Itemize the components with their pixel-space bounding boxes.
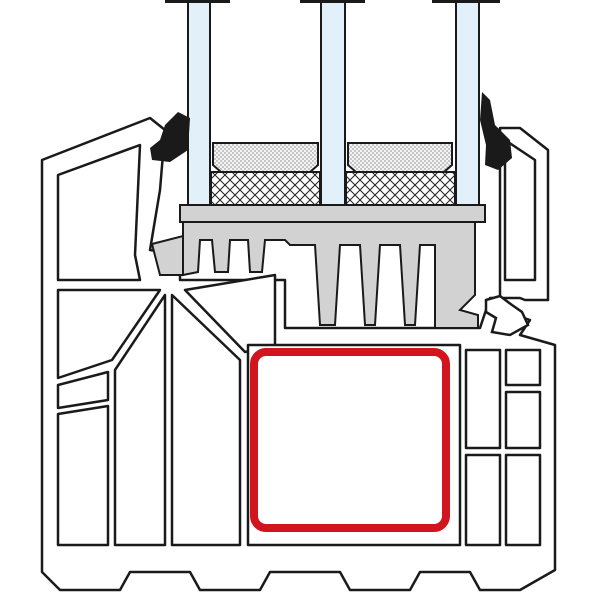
- spacer-sealant-left: [210, 171, 321, 206]
- spacer-sealant-right: [345, 171, 456, 206]
- frame-chamber-right-5: [504, 453, 542, 547]
- top-sash-caps: [165, 0, 500, 3]
- frame-chamber-right-1: [464, 348, 502, 450]
- gasket-bottom-right: [484, 294, 530, 337]
- frame-chamber-right-4: [464, 453, 502, 547]
- frame-chamber-diagonal-1: [113, 293, 167, 547]
- frame-chamber-left-small: [56, 370, 110, 410]
- glass-pane-inner: [455, 0, 480, 206]
- steel-reinforcement: [250, 348, 450, 532]
- glazing-bead: [150, 204, 486, 329]
- glass-pane-outer: [187, 0, 211, 206]
- spacers: [210, 142, 456, 206]
- frame-chamber-top-left: [56, 143, 142, 282]
- spacer-desiccant-left: [212, 142, 319, 173]
- frame-main-chamber: [246, 343, 462, 547]
- spacer-desiccant-right: [347, 142, 453, 173]
- gaskets: [150, 92, 530, 337]
- frame-chamber-left-lower: [56, 404, 110, 547]
- frame-chamber-right-2: [504, 348, 542, 387]
- frame-chamber-diagonal-2: [170, 293, 242, 547]
- gasket-outer: [150, 112, 190, 162]
- glass-pane-middle: [320, 0, 346, 206]
- gasket-inner: [480, 92, 512, 170]
- glass-panes: [187, 0, 480, 206]
- frame-chamber-right-3: [504, 390, 542, 450]
- frame-chamber-left-upper: [56, 288, 162, 380]
- frame-chamber-right-top: [503, 138, 537, 282]
